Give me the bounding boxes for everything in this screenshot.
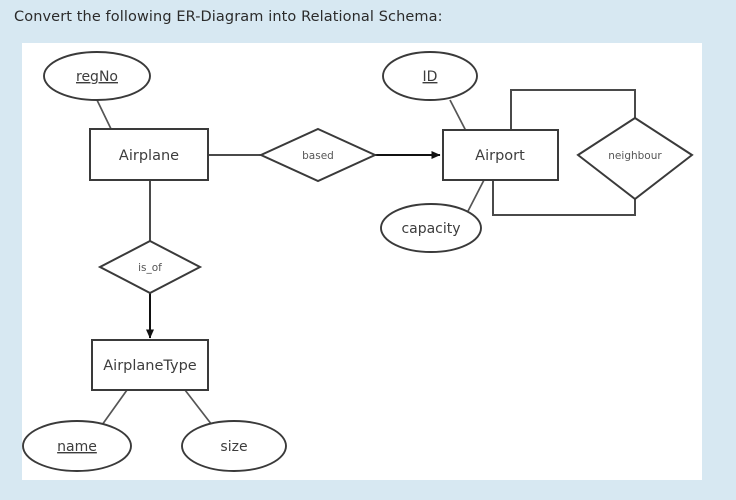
relationship-based-label: based <box>302 150 334 162</box>
connector-id-airport <box>449 99 467 132</box>
attribute-name[interactable]: name <box>22 420 132 472</box>
relationship-neighbour[interactable]: neighbour <box>576 116 694 201</box>
attribute-capacity-label: capacity <box>401 221 460 237</box>
relationship-based[interactable]: based <box>258 127 378 183</box>
attribute-id-label: ID <box>423 69 438 85</box>
attribute-regno-label: regNo <box>76 69 118 85</box>
entity-airplane-label: Airplane <box>119 148 179 164</box>
relationship-is-of[interactable]: is_of <box>97 239 203 295</box>
entity-airplanetype[interactable]: AirplaneType <box>91 339 209 391</box>
connector-airport-neighbour-top <box>510 89 636 155</box>
er-diagram-canvas: regNo ID capacity name size based is_of <box>22 43 702 480</box>
connector-airport-neighbour-bottom <box>492 180 636 216</box>
attribute-name-label: name <box>57 439 97 455</box>
entity-airport-label: Airport <box>475 148 525 164</box>
entity-airport[interactable]: Airport <box>442 129 559 181</box>
attribute-capacity[interactable]: capacity <box>380 203 482 253</box>
entity-airplane[interactable]: Airplane <box>89 128 209 181</box>
page-title: Convert the following ER-Diagram into Re… <box>14 9 443 25</box>
attribute-size[interactable]: size <box>181 420 287 472</box>
attribute-size-label: size <box>220 439 247 455</box>
er-diagram-svg: regNo ID capacity name size based is_of <box>22 51 694 472</box>
relationship-neighbour-label: neighbour <box>608 150 662 162</box>
entity-airplanetype-label: AirplaneType <box>103 358 197 374</box>
connector-regno-airplane <box>96 99 113 132</box>
attribute-id[interactable]: ID <box>382 51 478 101</box>
connector-airplanetype-size <box>184 389 213 426</box>
connector-airplanetype-name <box>101 389 128 426</box>
attribute-regno[interactable]: regNo <box>43 51 151 101</box>
relationship-is-of-label: is_of <box>138 262 162 274</box>
connector-airport-capacity <box>465 179 485 216</box>
